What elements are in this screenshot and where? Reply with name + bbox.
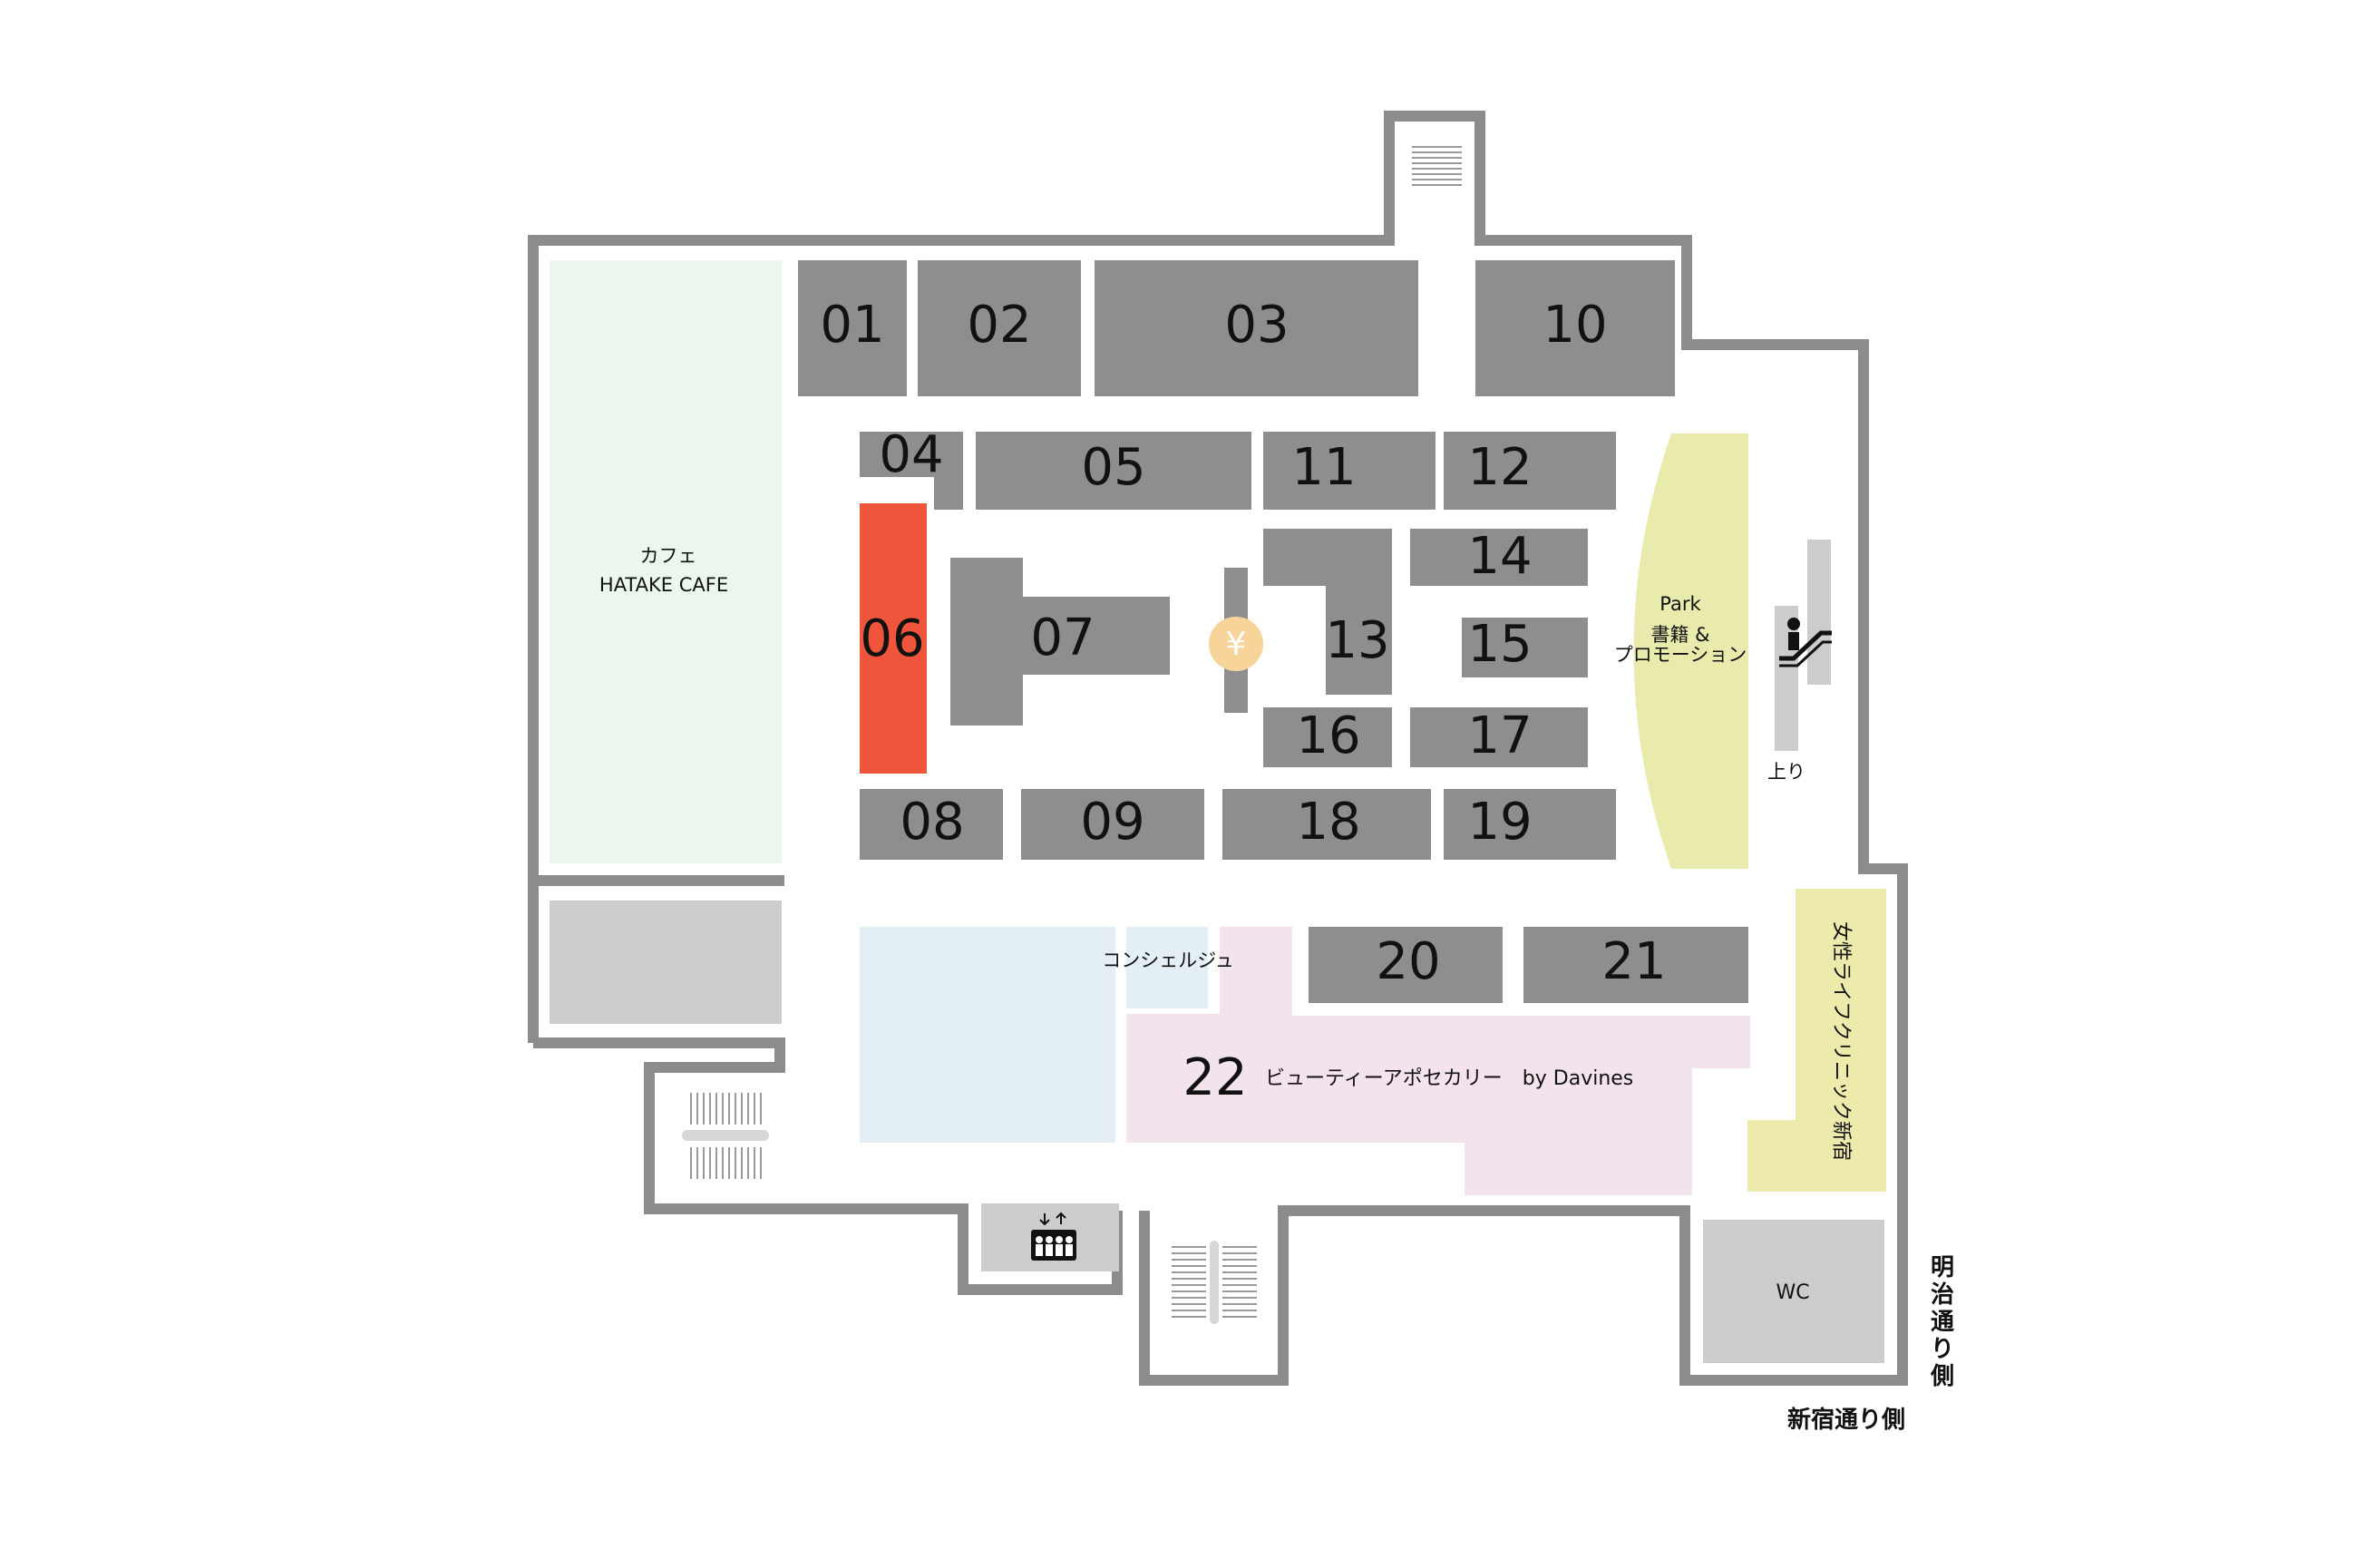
- concierge-area: [860, 927, 1115, 1143]
- shop-label-17: 17: [1467, 706, 1532, 765]
- shop-label-19: 19: [1467, 793, 1532, 852]
- shop-14[interactable]: [1410, 529, 1588, 586]
- shop-labels: 01 02 03 04 05 06 07 08 09 10 11 12 13 1…: [820, 296, 1666, 1107]
- shop-08[interactable]: [860, 789, 1003, 860]
- park-label-3: プロモーション: [1614, 644, 1747, 666]
- wc-area: [1703, 1220, 1884, 1363]
- shop-15[interactable]: [1462, 618, 1588, 677]
- shop-10[interactable]: [1475, 260, 1675, 396]
- concierge-desk: [1126, 927, 1208, 1008]
- escalator-bar-right: [1807, 540, 1831, 685]
- direction-meiji: 明治通り側: [1930, 1254, 1954, 1390]
- shop-01[interactable]: [798, 260, 907, 396]
- shop-17[interactable]: [1410, 707, 1588, 767]
- cafe-label-jp: カフェ: [640, 545, 697, 567]
- shop-label-02: 02: [967, 296, 1031, 355]
- stairs-icon: [1412, 146, 1462, 186]
- shop-label-21: 21: [1601, 932, 1666, 991]
- shop-09[interactable]: [1021, 789, 1204, 860]
- shop-label-03: 03: [1224, 296, 1289, 355]
- shop-label-12: 12: [1467, 438, 1532, 497]
- stairs-icon: [1172, 1241, 1257, 1324]
- shop-13[interactable]: [1263, 529, 1392, 695]
- beauty-label[interactable]: ビューティーアポセカリー by Davines: [1265, 1067, 1633, 1090]
- direction-shinjuku: 新宿通り側: [1787, 1406, 1905, 1434]
- concierge-label: コンシェルジュ: [1102, 950, 1234, 971]
- yen-icon[interactable]: ¥: [1209, 617, 1263, 671]
- shop-20[interactable]: [1309, 927, 1503, 1003]
- shop-04[interactable]: [860, 432, 963, 510]
- shop-label-01: 01: [820, 296, 884, 355]
- back-room: [550, 901, 782, 1024]
- shop-label-05: 05: [1081, 438, 1145, 497]
- shop-label-22[interactable]: 22: [1182, 1048, 1247, 1107]
- cafe-label-en: HATAKE CAFE: [599, 574, 728, 596]
- stairs-icon: [682, 1093, 769, 1179]
- shop-label-13: 13: [1325, 611, 1389, 670]
- shop-label-06: 06: [860, 609, 924, 668]
- svg-text:¥: ¥: [1226, 626, 1247, 663]
- shop-label-16: 16: [1296, 706, 1360, 765]
- escalator-up-label: 上り: [1767, 761, 1805, 783]
- shop-16[interactable]: [1263, 707, 1392, 767]
- shop-21[interactable]: [1523, 927, 1748, 1003]
- shop-label-11: 11: [1291, 438, 1356, 497]
- shop-label-09: 09: [1080, 793, 1144, 852]
- cafe-area: [550, 260, 782, 863]
- shop-12[interactable]: [1444, 432, 1616, 510]
- shop-label-14: 14: [1467, 527, 1532, 586]
- shop-label-10: 10: [1543, 296, 1607, 355]
- shops: [798, 260, 1748, 1003]
- clinic-label[interactable]: 女性ライフクリニック新宿: [1830, 921, 1853, 1161]
- shop-03[interactable]: [1095, 260, 1418, 396]
- shop-label-20: 20: [1376, 932, 1440, 991]
- shop-label-08: 08: [900, 793, 964, 852]
- wc-label: WC: [1776, 1281, 1809, 1304]
- shop-label-15: 15: [1467, 615, 1532, 674]
- park-label-1: Park: [1659, 593, 1701, 615]
- building-walls: [528, 111, 1908, 1386]
- beauty-area: [1126, 927, 1750, 1195]
- shop-19[interactable]: [1444, 789, 1616, 860]
- elevator-icon: [1031, 1212, 1076, 1261]
- shop-07[interactable]: [950, 558, 1170, 726]
- shop-11[interactable]: [1263, 432, 1436, 510]
- shop-05[interactable]: [976, 432, 1251, 510]
- shop-label-04: 04: [879, 425, 943, 484]
- park-area: [1633, 433, 1748, 869]
- shop-02[interactable]: [918, 260, 1081, 396]
- shop-06[interactable]: [860, 503, 927, 774]
- escalator-icon: [1779, 618, 1832, 667]
- shop-label-18: 18: [1296, 793, 1360, 852]
- shop-18[interactable]: [1222, 789, 1431, 860]
- shop-label-07: 07: [1030, 609, 1095, 667]
- clinic-area: [1747, 889, 1886, 1192]
- park-label-2: 書籍 &: [1650, 624, 1709, 646]
